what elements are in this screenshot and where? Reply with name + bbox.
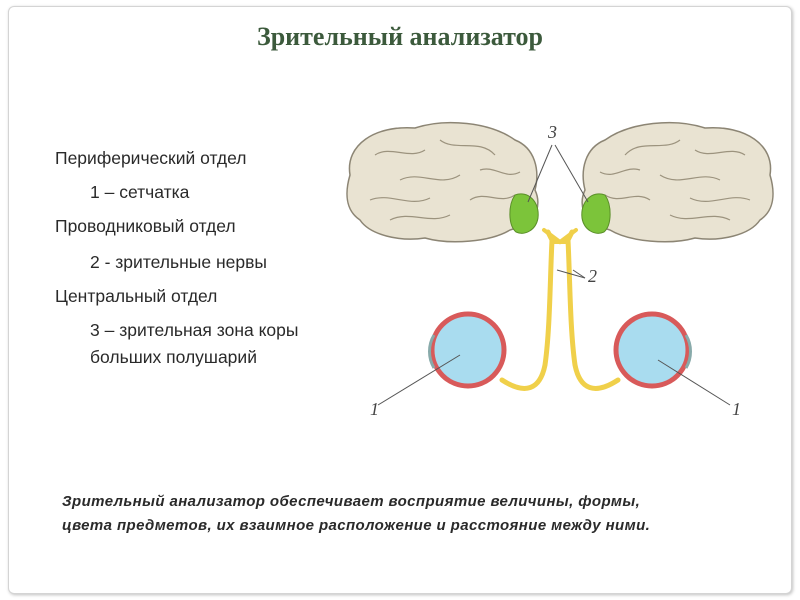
section-peripheral-item: 1 – сетчатка <box>90 182 190 202</box>
section-central-item-line2: больших полушарий <box>90 347 257 367</box>
leader-retina-right <box>657 359 731 406</box>
leader-nerve-right <box>572 269 586 279</box>
slide-title: Зрительный анализатор <box>256 22 543 51</box>
description-line-2: цвета предметов, их взаимное расположени… <box>62 517 651 534</box>
left-cortex-zone <box>509 193 539 234</box>
left-eye <box>428 311 507 389</box>
right-brain-hemisphere <box>581 121 774 243</box>
label-nerves: 2 <box>588 266 597 286</box>
optic-chiasm <box>542 228 578 245</box>
description-line-1: Зрительный анализатор обеспечивает воспр… <box>62 493 641 510</box>
section-peripheral-heading: Периферический отдел <box>55 148 247 168</box>
optic-nerve-left <box>499 229 555 391</box>
leader-retina-left <box>377 354 461 406</box>
leader-cortex-left <box>527 144 553 203</box>
label-cortex: 3 <box>547 122 557 142</box>
description: Зрительный анализатор обеспечивает воспр… <box>62 490 762 538</box>
section-conductive-item: 2 - зрительные нервы <box>90 252 267 272</box>
leader-nerve-left <box>556 269 586 279</box>
section-conductive-heading: Проводниковый отдел <box>55 216 236 236</box>
section-central-item-line1: 3 – зрительная зона коры <box>90 320 299 340</box>
label-retina-right: 1 <box>732 399 741 419</box>
right-cortex-zone <box>581 193 611 234</box>
slide-frame <box>8 6 792 594</box>
visual-analyzer-diagram: 1 1 2 3 <box>346 121 774 419</box>
left-brain-hemisphere <box>346 121 539 243</box>
optic-nerve-right <box>565 229 621 391</box>
section-central-heading: Центральный отдел <box>55 286 218 306</box>
label-retina-left: 1 <box>370 399 379 419</box>
leader-cortex-right <box>554 144 589 203</box>
right-eye <box>613 311 692 389</box>
